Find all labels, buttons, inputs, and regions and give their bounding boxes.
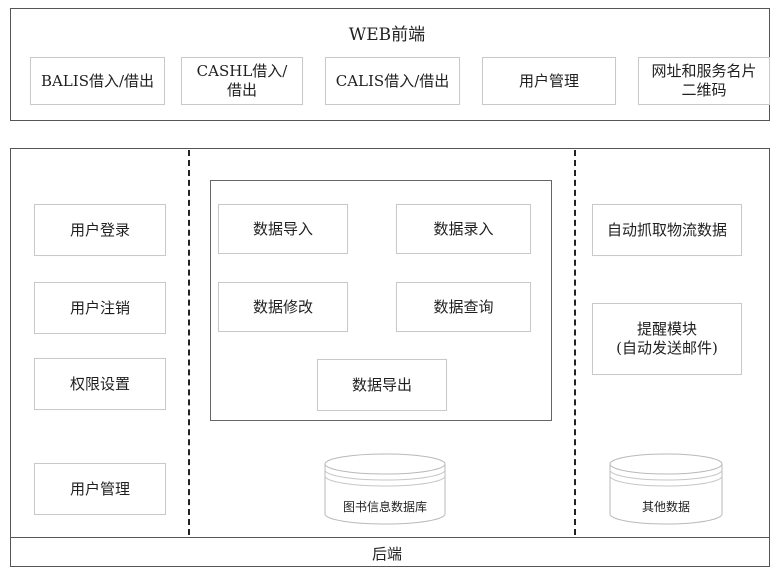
left-item-user-management: 用户管理 <box>34 463 166 515</box>
data-op-entry: 数据录入 <box>396 204 531 254</box>
right-item-reminder-module: 提醒模块 (自动发送邮件) <box>592 303 742 375</box>
frontend-item-cashl: CASHL借入/ 借出 <box>181 57 303 105</box>
frontend-item-user-management: 用户管理 <box>482 57 616 105</box>
frontend-item-balis: BALIS借入/借出 <box>30 57 165 105</box>
data-op-query: 数据查询 <box>396 282 531 332</box>
left-item-permission-settings: 权限设置 <box>34 358 166 410</box>
backend-label: 后端 <box>371 545 402 563</box>
other-database: 其他数据 <box>608 452 724 528</box>
right-item-auto-fetch: 自动抓取物流数据 <box>592 204 742 256</box>
right-separator <box>574 150 576 535</box>
other-database-label: 其他数据 <box>641 500 690 514</box>
frontend-title: WEB前端 <box>348 25 426 45</box>
library-database-label: 图书信息数据库 <box>342 500 427 514</box>
left-separator <box>188 150 190 535</box>
left-item-user-logout: 用户注销 <box>34 282 166 334</box>
frontend-item-qrcode: 网址和服务名片 二维码 <box>638 57 770 105</box>
database-icon <box>324 453 446 525</box>
library-database: 图书信息数据库 <box>323 452 447 528</box>
backend-panel <box>10 537 770 567</box>
data-op-import: 数据导入 <box>218 204 348 254</box>
database-icon <box>609 453 723 525</box>
frontend-item-calis: CALIS借入/借出 <box>325 57 460 105</box>
data-op-edit: 数据修改 <box>218 282 348 332</box>
data-op-export: 数据导出 <box>317 359 447 411</box>
left-item-user-login: 用户登录 <box>34 204 166 256</box>
